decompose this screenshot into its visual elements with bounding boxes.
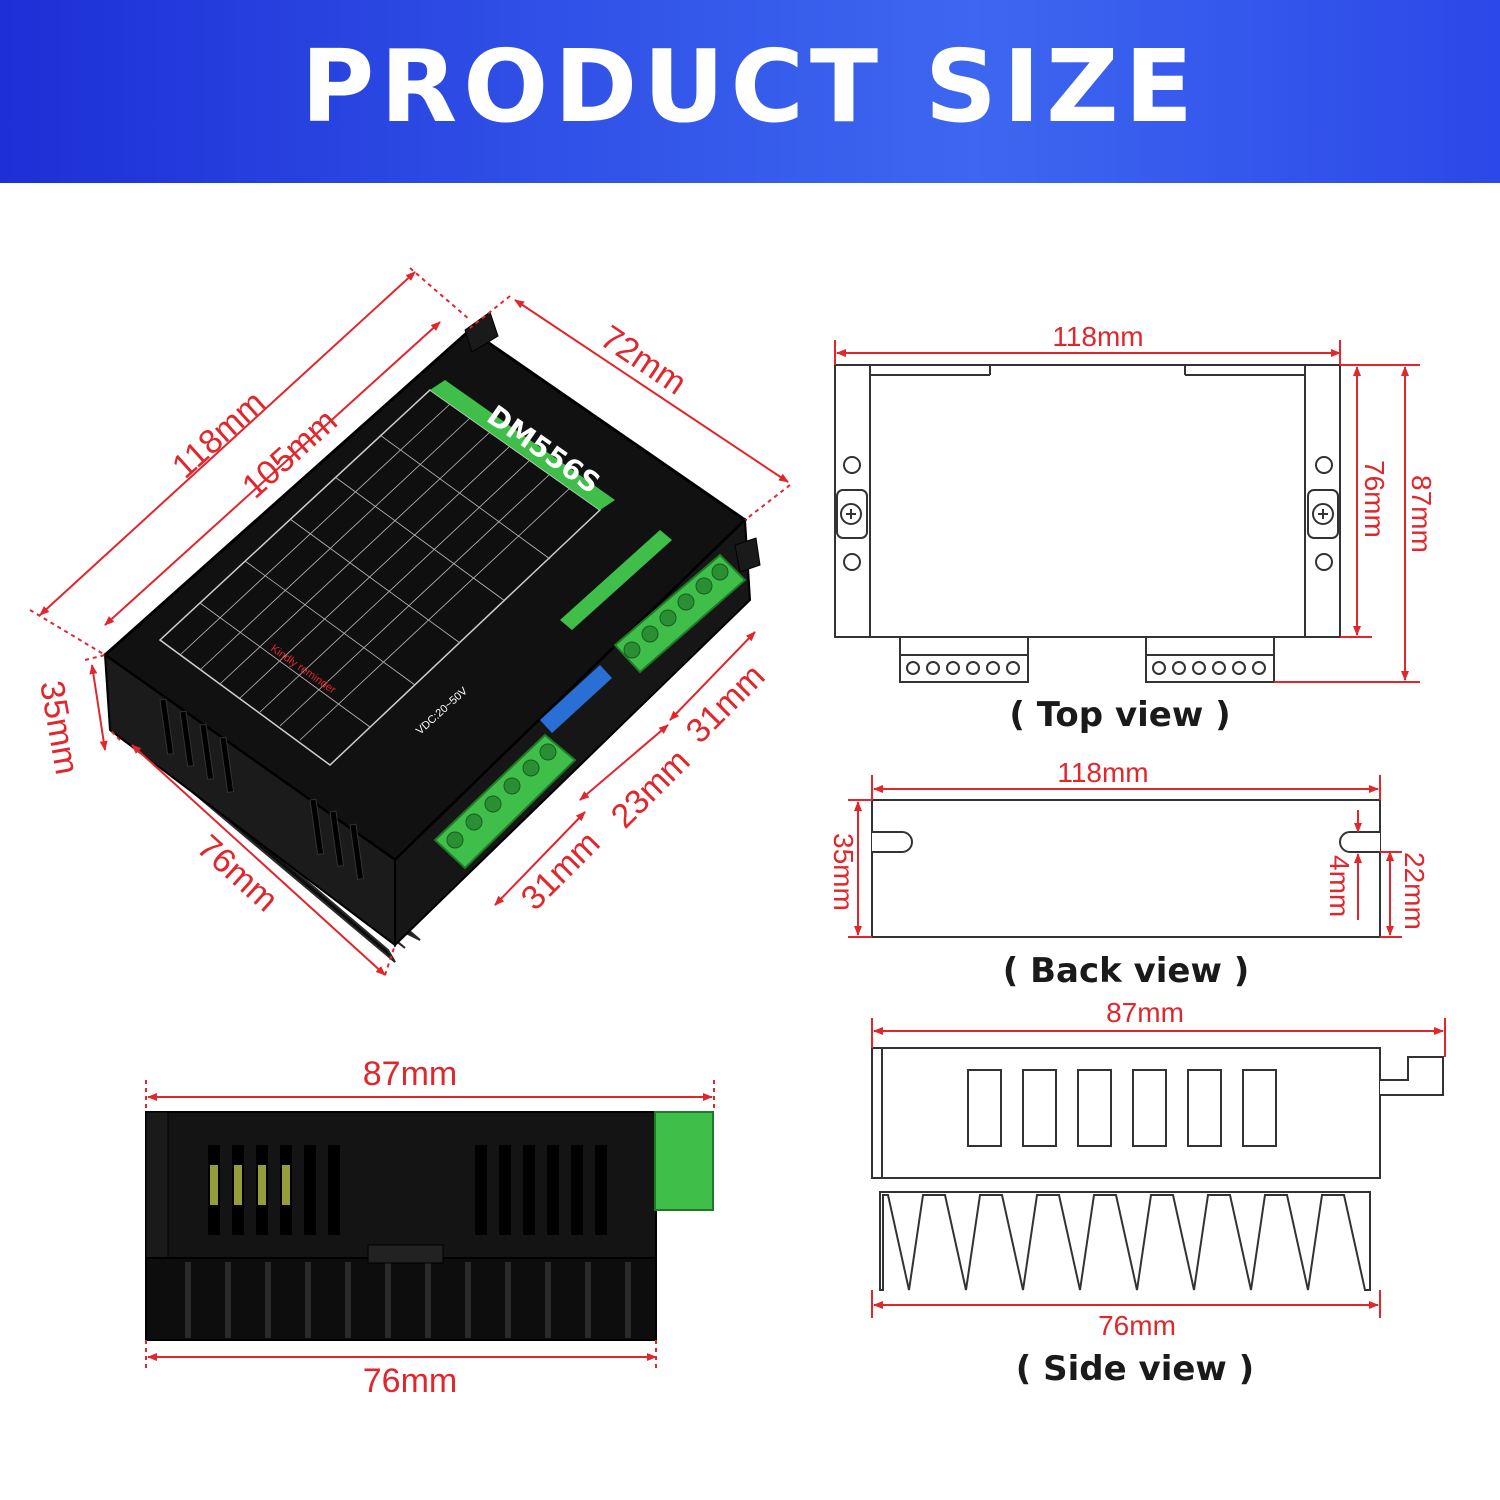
dim-35-iso: 35mm: [32, 678, 86, 778]
dim-87-side-view: 87mm: [1106, 997, 1184, 1028]
back-view-label: ( Back view ): [1003, 951, 1250, 991]
back-view-dimension-lines: [848, 775, 1402, 938]
dim-76-top-view: 76mm: [1359, 460, 1390, 538]
top-view-label: ( Top view ): [1009, 695, 1230, 735]
header-banner: PRODUCT SIZE: [0, 0, 1500, 183]
dim-72-iso: 72mm: [594, 318, 694, 402]
dim-118-back-view: 118mm: [1057, 757, 1148, 788]
dim-76-side-photo: 76mm: [363, 1362, 457, 1400]
dim-87-side-photo: 87mm: [363, 1055, 457, 1093]
back-view-slot-right: [1339, 831, 1380, 853]
top-view-dimension-lines: [834, 340, 1420, 683]
flange-right: [734, 537, 761, 573]
side-view-label: ( Side view ): [1016, 1349, 1254, 1389]
dip-switch: [540, 665, 612, 733]
back-view-slot-left: [872, 831, 913, 853]
dim-4-back-view: 4mm: [1324, 855, 1355, 917]
terminal-block-motor: [433, 733, 577, 870]
side-photo-heatsink: [145, 1257, 657, 1341]
top-view-terminal-right: [1145, 636, 1275, 683]
side-view-slots: [967, 1069, 1277, 1147]
top-view-body: [834, 364, 1341, 638]
banner-title: PRODUCT SIZE: [301, 28, 1199, 145]
dim-23-iso: 23mm: [604, 742, 698, 836]
side-photo-fins: [185, 1262, 631, 1338]
dim-35-back-view: 35mm: [828, 833, 859, 911]
side-photo-vents-right: [475, 1145, 607, 1235]
side-view-dimension-lines: [871, 1018, 1446, 1318]
side-photo-terminal: [654, 1111, 714, 1211]
dim-76-side-view: 76mm: [1098, 1310, 1176, 1341]
top-view-terminal-left: [899, 636, 1029, 683]
signal-header-green: [560, 530, 672, 630]
side-photo-clip: [367, 1244, 444, 1264]
dim-87-top-view: 87mm: [1406, 475, 1437, 553]
side-view-upper-body: [871, 1047, 1381, 1179]
dim-22-back-view: 22mm: [1399, 852, 1430, 930]
dim-31a-iso: 31mm: [679, 657, 773, 751]
side-photo-capacitors: [210, 1165, 290, 1205]
back-view-body: [871, 799, 1381, 938]
back-view-drawing: [871, 799, 1381, 938]
side-view-drawing: [871, 1047, 1444, 1291]
terminal-block-signal: [613, 553, 747, 674]
product-photo-side: [145, 1111, 714, 1341]
side-view-flange-tab: [1380, 1056, 1444, 1096]
photo-dimension-lines: [29, 267, 791, 976]
side-view-heatsink: [879, 1191, 1371, 1291]
dim-118-top-view: 118mm: [1052, 321, 1143, 352]
side-photo-dimension-lines: [145, 1080, 715, 1372]
top-view-drawing: [834, 364, 1341, 683]
